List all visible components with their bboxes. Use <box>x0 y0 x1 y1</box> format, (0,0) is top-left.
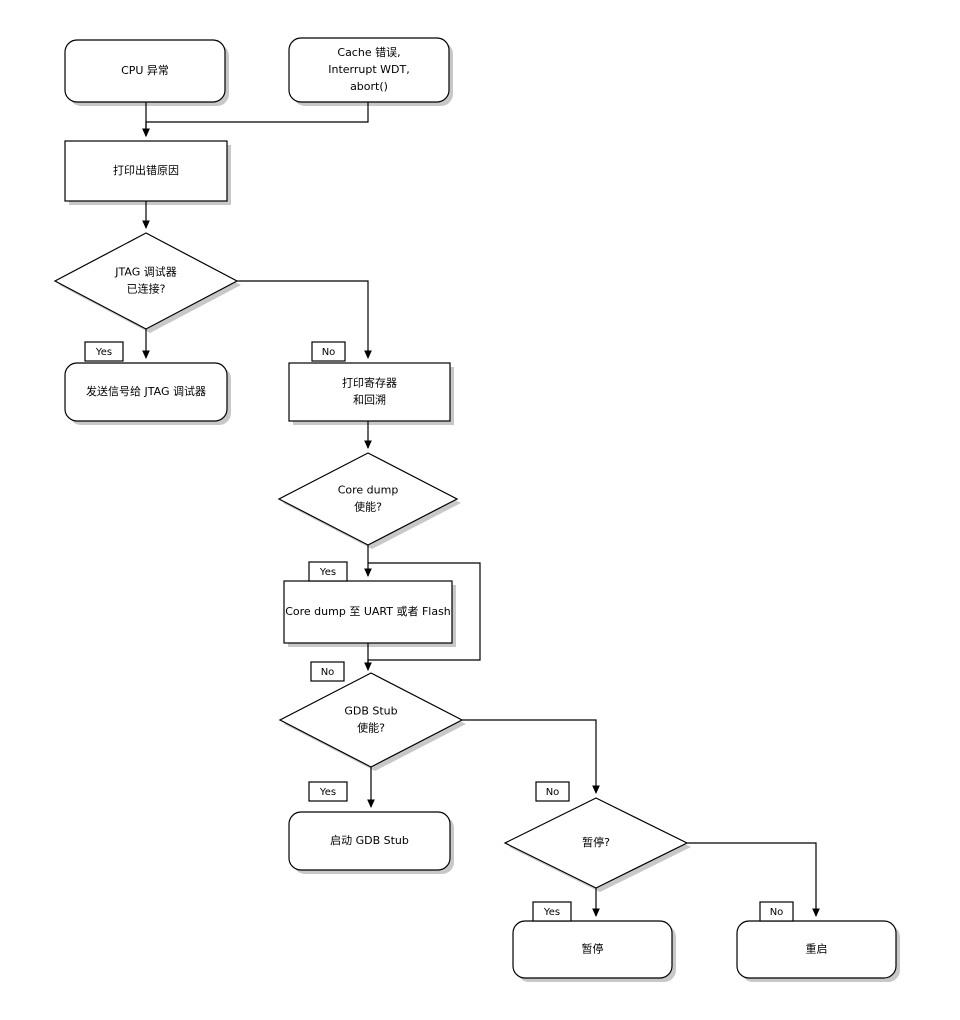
cpu-exception-node-shape <box>64 39 226 103</box>
core-dump-to-uart-or-flash-node-shape <box>283 580 453 644</box>
print-error-reason-node-shape <box>64 140 228 202</box>
edge-label-gdbstub-yes-text: Yes <box>319 787 336 798</box>
jtag-debugger-connected-decision-label: 已连接? <box>127 283 166 296</box>
print-error-reason-node-label: 打印出错原因 <box>113 163 179 177</box>
edge-label-gdbstub-yes-box <box>308 781 348 802</box>
core-dump-enabled-decision-shape <box>277 452 459 546</box>
cache-error-node[interactable]: Cache 错误, Interrupt WDT, abort() <box>288 37 450 103</box>
cpu-exception-node[interactable]: CPU 异常 <box>64 39 226 103</box>
edge-label-halt-yes-text: Yes <box>543 907 560 918</box>
edge-label-jtag-yes: Yes <box>84 341 124 362</box>
edge-label-halt-no-box <box>759 901 794 922</box>
edge-label-coredump-yes-box <box>308 561 348 582</box>
edge-label-coredump-no-text: No <box>321 667 335 678</box>
halt-decision-label: 暂停? <box>582 835 610 849</box>
reboot-node-shape <box>736 920 897 979</box>
start-gdb-stub-node[interactable]: 启动 GDB Stub <box>288 811 451 871</box>
print-registers-backtrace-node-label: 和回溯 <box>353 394 386 407</box>
cache-error-node-shape <box>288 37 450 103</box>
edge-label-jtag-yes-box <box>84 341 124 362</box>
cache-error-node-label: Cache 错误, <box>337 45 400 59</box>
cpu-exception-node-label: CPU 异常 <box>121 64 169 77</box>
connector-gdbstub-no-to-halt-decision <box>462 719 600 794</box>
print-error-reason-node[interactable]: 打印出错原因 <box>64 140 228 202</box>
edge-label-halt-yes-box <box>532 901 572 922</box>
edge-label-coredump-no: No <box>310 661 345 682</box>
gdb-stub-enabled-decision[interactable]: GDB Stub 使能? <box>278 672 464 768</box>
jtag-debugger-connected-decision-label: JTAG 调试器 <box>114 266 176 279</box>
print-registers-backtrace-node-label: 打印寄存器 <box>342 376 397 390</box>
cache-error-node-label: abort() <box>350 80 388 93</box>
node-layer: CPU 异常 Cache 错误, Interrupt WDT, abort() 打印出错… <box>53 37 897 979</box>
connector-jtag-no-to-print-regs <box>237 280 372 359</box>
connector-halt-no-to-reboot <box>687 842 820 917</box>
core-dump-to-uart-or-flash-node-label: Core dump 至 UART 或者 Flash <box>285 605 451 618</box>
halt-decision[interactable]: 暂停? <box>503 797 689 889</box>
halt-node[interactable]: 暂停 <box>512 920 673 979</box>
edge-label-jtag-yes-text: Yes <box>95 347 112 358</box>
core-dump-enabled-decision-label: 使能? <box>354 500 382 514</box>
halt-node-shape <box>512 920 673 979</box>
reboot-node[interactable]: 重启 <box>736 920 897 979</box>
edge-label-jtag-no-text: No <box>322 347 336 358</box>
gdb-stub-enabled-decision-label: GDB Stub <box>344 705 397 718</box>
start-gdb-stub-node-shape <box>288 811 451 871</box>
core-dump-enabled-decision-label: Core dump <box>338 484 399 497</box>
edge-label-gdbstub-no-text: No <box>546 787 560 798</box>
core-dump-to-uart-or-flash-node[interactable]: Core dump 至 UART 或者 Flash <box>283 580 453 644</box>
start-gdb-stub-node-label: 启动 GDB Stub <box>330 834 409 847</box>
edge-label-jtag-no: No <box>311 341 346 362</box>
cache-error-node-label: Interrupt WDT, <box>328 63 409 76</box>
edge-label-coredump-no-box <box>310 661 345 682</box>
edge-label-halt-no-text: No <box>770 907 784 918</box>
halt-decision-shape <box>503 797 689 889</box>
core-dump-enabled-decision[interactable]: Core dump 使能? <box>277 452 459 546</box>
edge-label-halt-yes: Yes <box>532 901 572 922</box>
edge-label-gdbstub-no: No <box>535 781 570 802</box>
edge-label-coredump-yes-text: Yes <box>319 567 336 578</box>
edge-label-coredump-yes: Yes <box>308 561 348 582</box>
edge-label-gdbstub-yes: Yes <box>308 781 348 802</box>
send-signal-to-jtag-node-label: 发送信号给 JTAG 调试器 <box>86 384 206 398</box>
connector-cache-error-to-print-reason <box>142 102 369 137</box>
edge-label-halt-no: No <box>759 901 794 922</box>
edge-label-jtag-no-box <box>311 341 346 362</box>
halt-node-label: 暂停 <box>582 942 604 956</box>
connector-layer <box>142 102 820 917</box>
send-signal-to-jtag-node[interactable]: 发送信号给 JTAG 调试器 <box>64 362 228 422</box>
edge-label-gdbstub-no-box <box>535 781 570 802</box>
print-registers-backtrace-node-shape <box>288 362 451 422</box>
send-signal-to-jtag-node-shape <box>64 362 228 422</box>
jtag-debugger-connected-decision-shape <box>53 232 239 330</box>
gdb-stub-enabled-decision-label: 使能? <box>357 721 385 735</box>
gdb-stub-enabled-decision-shape <box>278 672 464 768</box>
reboot-node-label: 重启 <box>806 942 828 956</box>
